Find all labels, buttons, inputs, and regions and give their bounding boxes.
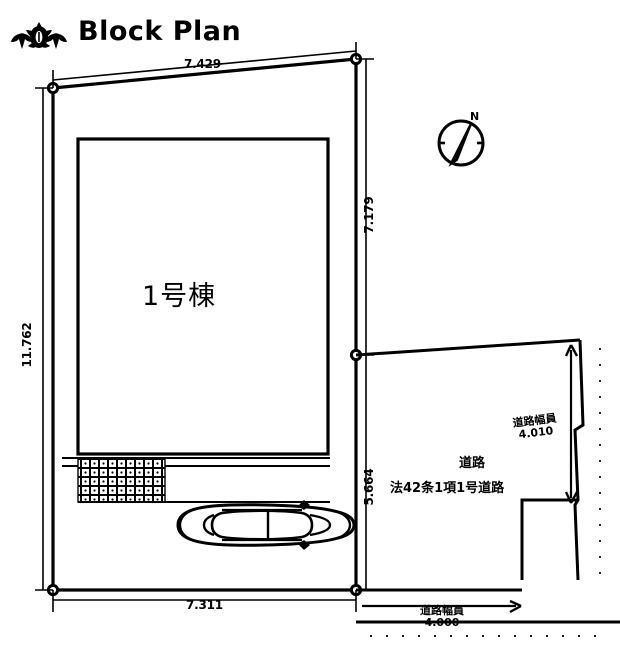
road-boundary [355,338,620,624]
road-width-bottom: 道路幅員 4.000 [420,605,464,629]
page-title: Block Plan [78,16,242,47]
building-footprint [76,137,330,456]
yard-edge-lines [62,457,330,503]
dimension-label-left: 11.762 [20,322,34,368]
road-width-bottom-value: 4.000 [424,615,460,629]
car-top-view-icon [176,500,356,550]
compass-north-icon [437,119,485,167]
building-label: 1号棟 [142,281,217,312]
road-width-bottom-label: 道路幅員 [420,604,464,617]
compass-north-label: N [470,110,480,123]
page-header: Block Plan [0,8,620,54]
dimension-label-right-lower: 5.664 [362,468,376,506]
road-name-label: 道路 [459,456,486,471]
dimension-line-bottom [52,590,357,612]
dimension-line-top [52,42,357,88]
dimension-label-right-upper: 7.179 [362,196,376,234]
road-classification-label: 法42条1項1号道路 [390,481,505,496]
road-dotted-markers [370,348,601,637]
dimension-label-bottom: 7.311 [186,598,223,612]
paving-area [77,457,166,503]
dimension-line-left [35,87,53,591]
road-width-arrow-right [564,344,579,504]
road-width-arrow-bottom [362,599,522,614]
dimension-line-right [356,58,374,591]
boundary-corner-markers [46,52,363,597]
dimension-label-top: 7.429 [184,57,221,71]
floral-ornament-icon [11,22,67,49]
